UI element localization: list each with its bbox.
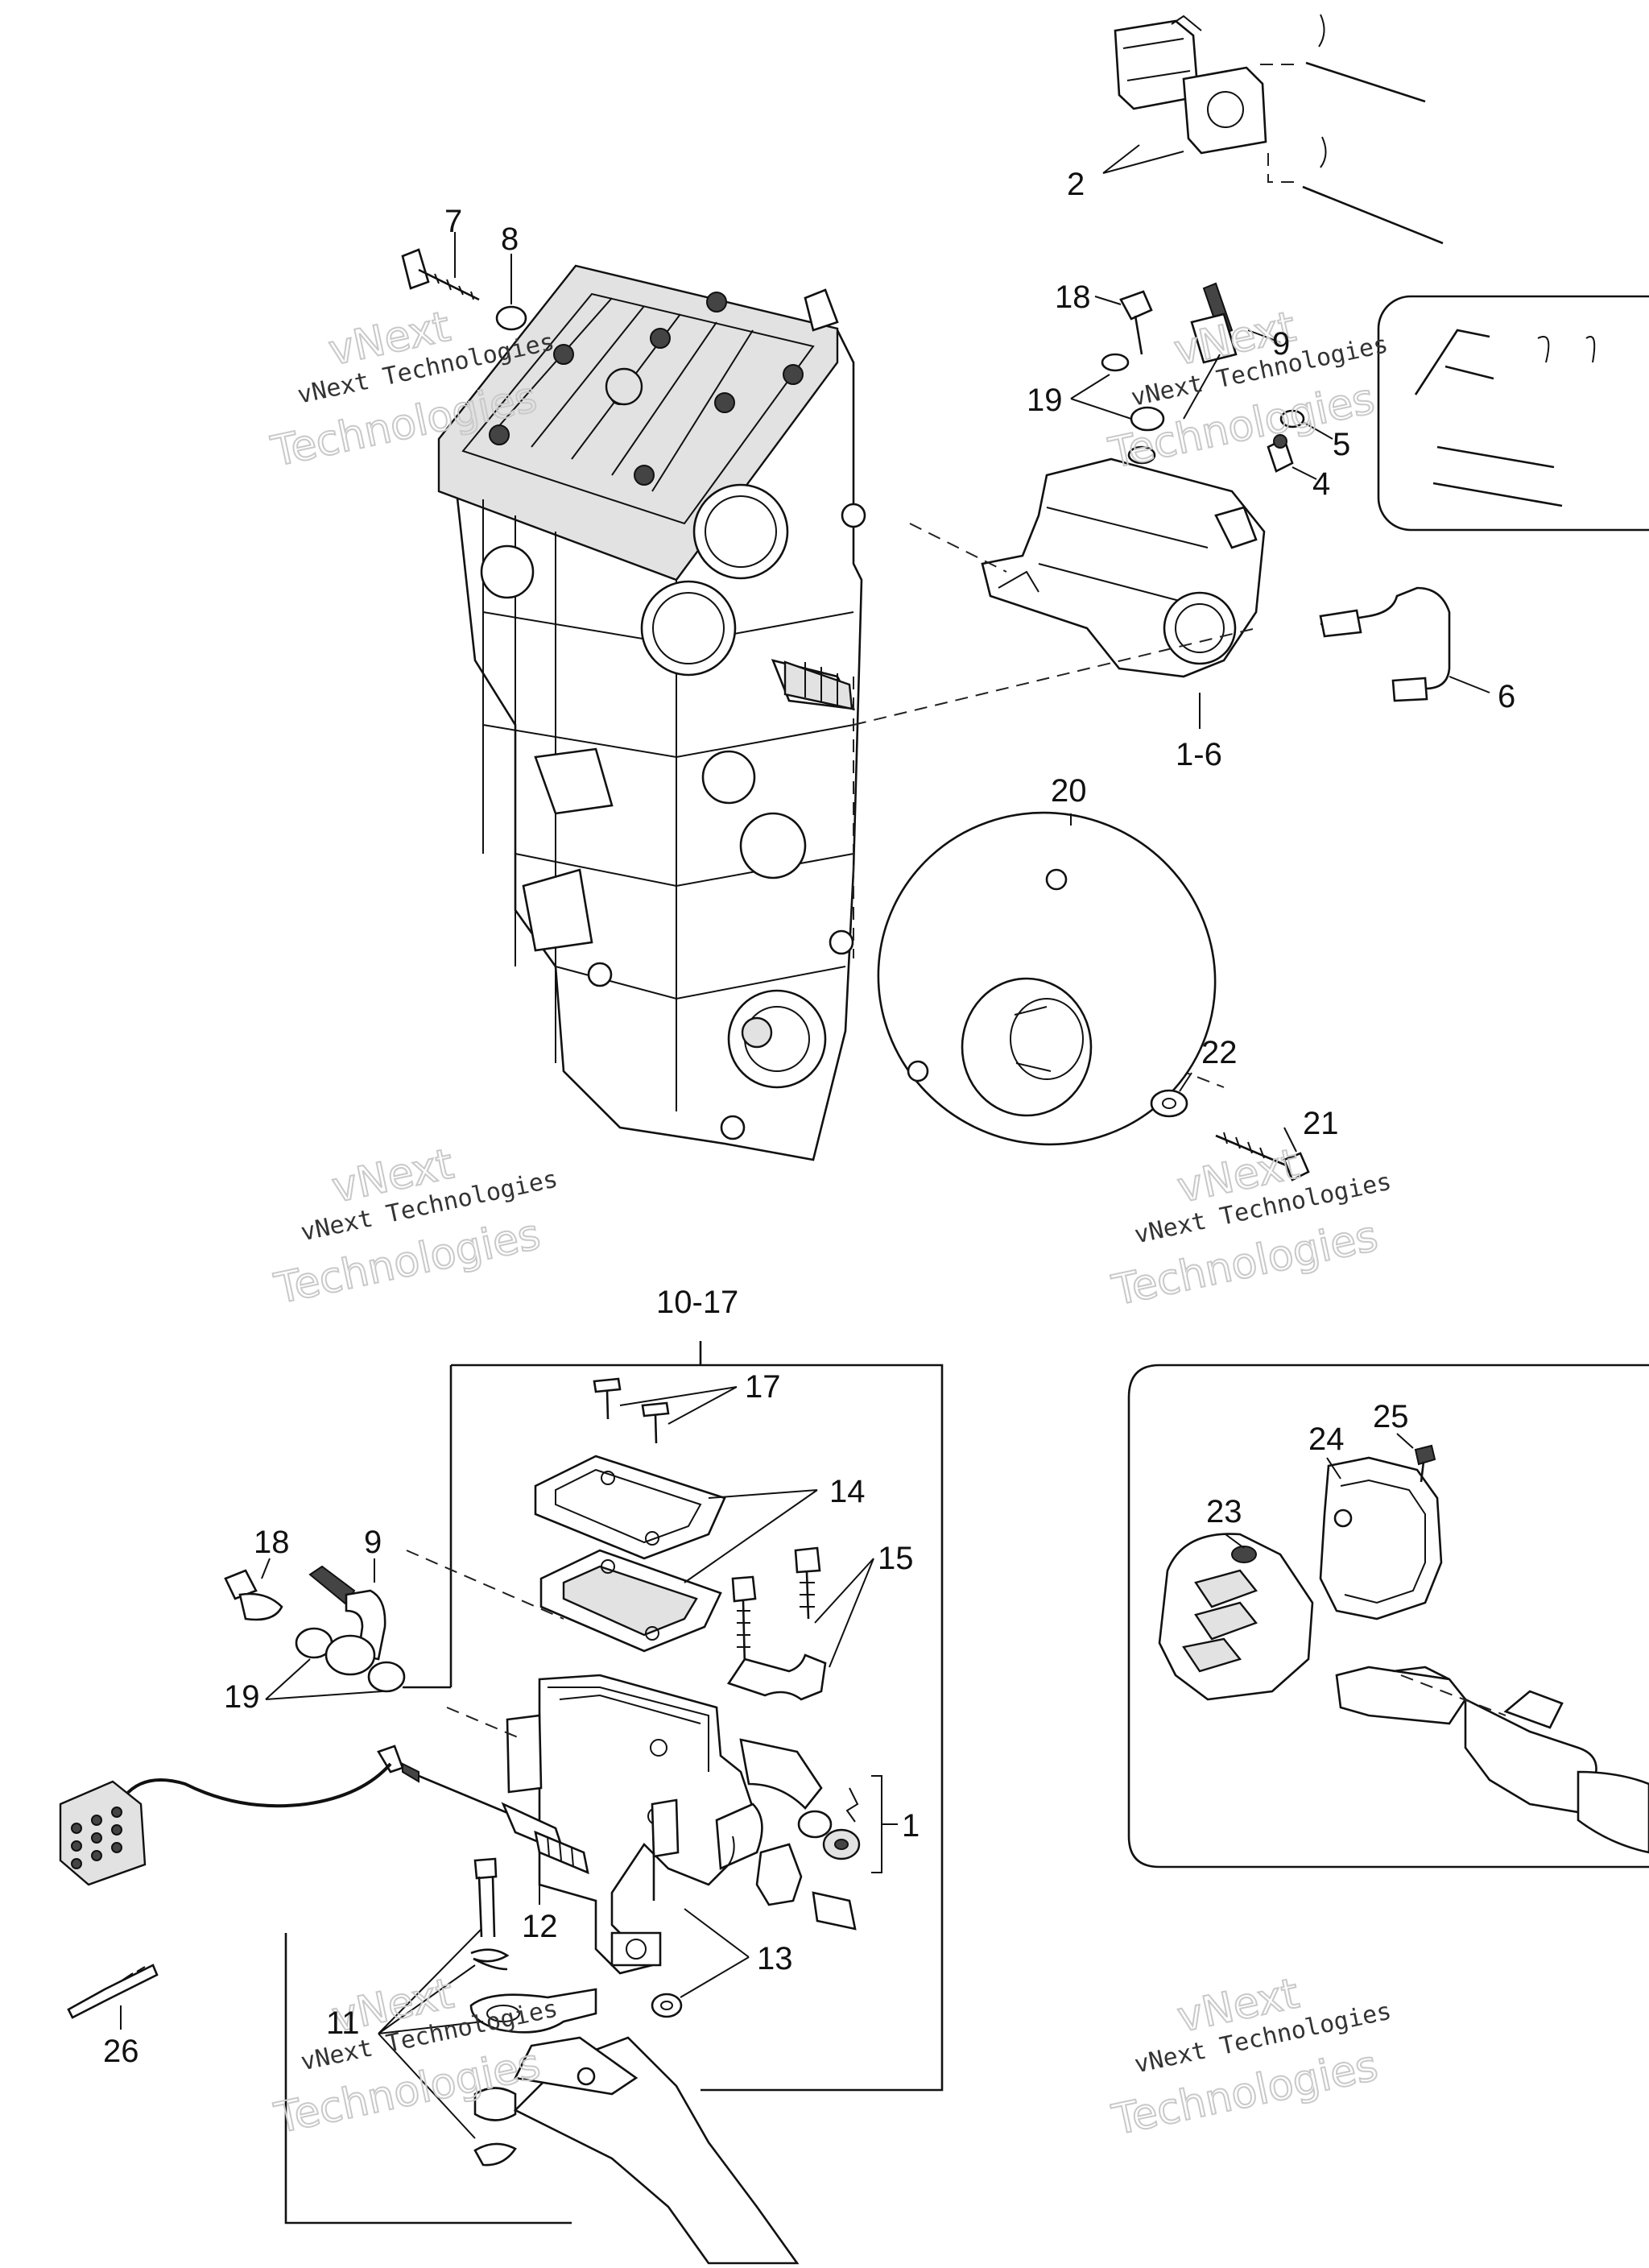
label-26: 26 bbox=[103, 2034, 139, 2069]
leader-4 bbox=[1292, 466, 1317, 480]
label-11: 11 bbox=[326, 2005, 360, 2041]
bleeder-4 bbox=[1267, 434, 1294, 473]
label-13: 13 bbox=[757, 1941, 793, 1976]
label-4: 4 bbox=[1312, 466, 1330, 502]
banjo-bolt-18-bottom bbox=[224, 1569, 283, 1621]
leader-5 bbox=[1304, 422, 1333, 440]
leader-24 bbox=[1326, 1457, 1341, 1480]
washer-22 bbox=[1150, 1089, 1188, 1118]
leader-19-bottom bbox=[265, 1658, 383, 1700]
callout-labels: 2 7 8 18 9 19 5 4 6 1-6 20 22 21 10-17 1… bbox=[103, 167, 1515, 2069]
pivot-parts-11 bbox=[469, 1857, 597, 2167]
label-18-bottom: 18 bbox=[254, 1525, 290, 1560]
watermark-4: vNext vNext Technologies Technologies bbox=[1107, 1139, 1394, 1316]
align-caliper bbox=[909, 523, 1007, 573]
lever-bracket bbox=[284, 1933, 572, 2225]
label-23: 23 bbox=[1206, 1494, 1242, 1529]
label-18-top: 18 bbox=[1055, 279, 1091, 315]
boot-and-pin bbox=[755, 1843, 857, 1931]
hose-fitting-9-bottom bbox=[308, 1565, 386, 1661]
label-8: 8 bbox=[501, 221, 519, 257]
label-9-top: 9 bbox=[1272, 326, 1290, 362]
label-6: 6 bbox=[1498, 679, 1515, 714]
handlebar-clamp bbox=[726, 1653, 827, 1810]
leader-23 bbox=[1225, 1533, 1245, 1549]
label-19-top: 19 bbox=[1027, 383, 1063, 418]
leader-25 bbox=[1396, 1433, 1414, 1449]
label-10-17: 10-17 bbox=[656, 1285, 738, 1320]
leader-22 bbox=[1179, 1072, 1192, 1092]
screws-17 bbox=[593, 1377, 670, 1444]
brake-caliper bbox=[981, 457, 1266, 678]
label-7: 7 bbox=[444, 204, 462, 239]
nut-13 bbox=[651, 1993, 683, 2018]
label-1-6: 1-6 bbox=[1176, 737, 1222, 772]
brake-disc-20 bbox=[877, 811, 1217, 1146]
label-17: 17 bbox=[745, 1369, 781, 1405]
align-master bbox=[406, 1550, 564, 1740]
cover-14 bbox=[534, 1455, 726, 1653]
label-5: 5 bbox=[1333, 427, 1350, 462]
leader-6 bbox=[1449, 676, 1490, 693]
label-15: 15 bbox=[878, 1541, 914, 1576]
brake-hose-6 bbox=[1319, 586, 1451, 702]
inset-pins-box bbox=[1377, 295, 1649, 532]
pad-pins bbox=[1260, 14, 1444, 245]
hose-fitting-9-top bbox=[1183, 282, 1238, 420]
label-9-bottom: 9 bbox=[364, 1525, 382, 1560]
label-21: 21 bbox=[1303, 1106, 1339, 1141]
leader-2 bbox=[1102, 144, 1184, 174]
brake-switch-12 bbox=[418, 1774, 589, 1875]
master-cylinder-body bbox=[506, 1674, 763, 1975]
washer-8 bbox=[495, 305, 527, 331]
label-19-bottom: 19 bbox=[224, 1679, 260, 1715]
switch-housing-23 bbox=[1158, 1533, 1314, 1701]
watermark-6: vNext vNext Technologies Technologies bbox=[1107, 1968, 1394, 2146]
leader-17 bbox=[619, 1386, 738, 1425]
handlebar-inset-box bbox=[1127, 1364, 1649, 1869]
label-22: 22 bbox=[1201, 1035, 1238, 1070]
banjo-bolt-18-top bbox=[1119, 290, 1153, 355]
brake-lever bbox=[513, 2036, 800, 2265]
leader-21 bbox=[1283, 1127, 1297, 1153]
leader-1 bbox=[871, 1775, 898, 1873]
leader-13 bbox=[680, 1908, 750, 1998]
handlebar-grip bbox=[1335, 1666, 1649, 1854]
label-24: 24 bbox=[1308, 1422, 1345, 1457]
bolts-15 bbox=[731, 1546, 821, 1668]
bolt-7 bbox=[401, 248, 480, 301]
brake-pads bbox=[1114, 14, 1267, 155]
label-25: 25 bbox=[1373, 1399, 1409, 1434]
leader-19-top bbox=[1070, 374, 1132, 420]
leader-9-top bbox=[1247, 329, 1281, 343]
align-shaft bbox=[1118, 1046, 1225, 1088]
gearbox-housing bbox=[437, 264, 866, 1161]
inset-pins bbox=[1414, 329, 1596, 507]
switch-connector-cable bbox=[59, 1744, 419, 1886]
label-14: 14 bbox=[829, 1474, 866, 1509]
watermark-3: vNext vNext Technologies Technologies bbox=[270, 1139, 560, 1314]
label-1: 1 bbox=[902, 1808, 920, 1844]
screw-25 bbox=[1414, 1444, 1436, 1483]
label-12: 12 bbox=[522, 1909, 558, 1944]
align-disc bbox=[853, 627, 1257, 958]
terminal-26 bbox=[67, 1964, 159, 2019]
switch-cover-24 bbox=[1319, 1456, 1443, 1620]
leader-11 bbox=[378, 1928, 484, 2139]
cap-5 bbox=[1279, 409, 1305, 428]
leader-14 bbox=[684, 1489, 818, 1583]
assembly-bracket-10-17 bbox=[403, 1341, 944, 2092]
leader-18-top bbox=[1094, 296, 1122, 305]
bolt-21 bbox=[1215, 1132, 1310, 1182]
leader-15 bbox=[814, 1558, 874, 1668]
label-2: 2 bbox=[1067, 167, 1085, 202]
reservoir-cap-1 bbox=[797, 1787, 861, 1860]
leader-18-bottom bbox=[261, 1558, 271, 1579]
label-20: 20 bbox=[1051, 773, 1087, 809]
washers-19-bottom bbox=[295, 1627, 406, 1693]
